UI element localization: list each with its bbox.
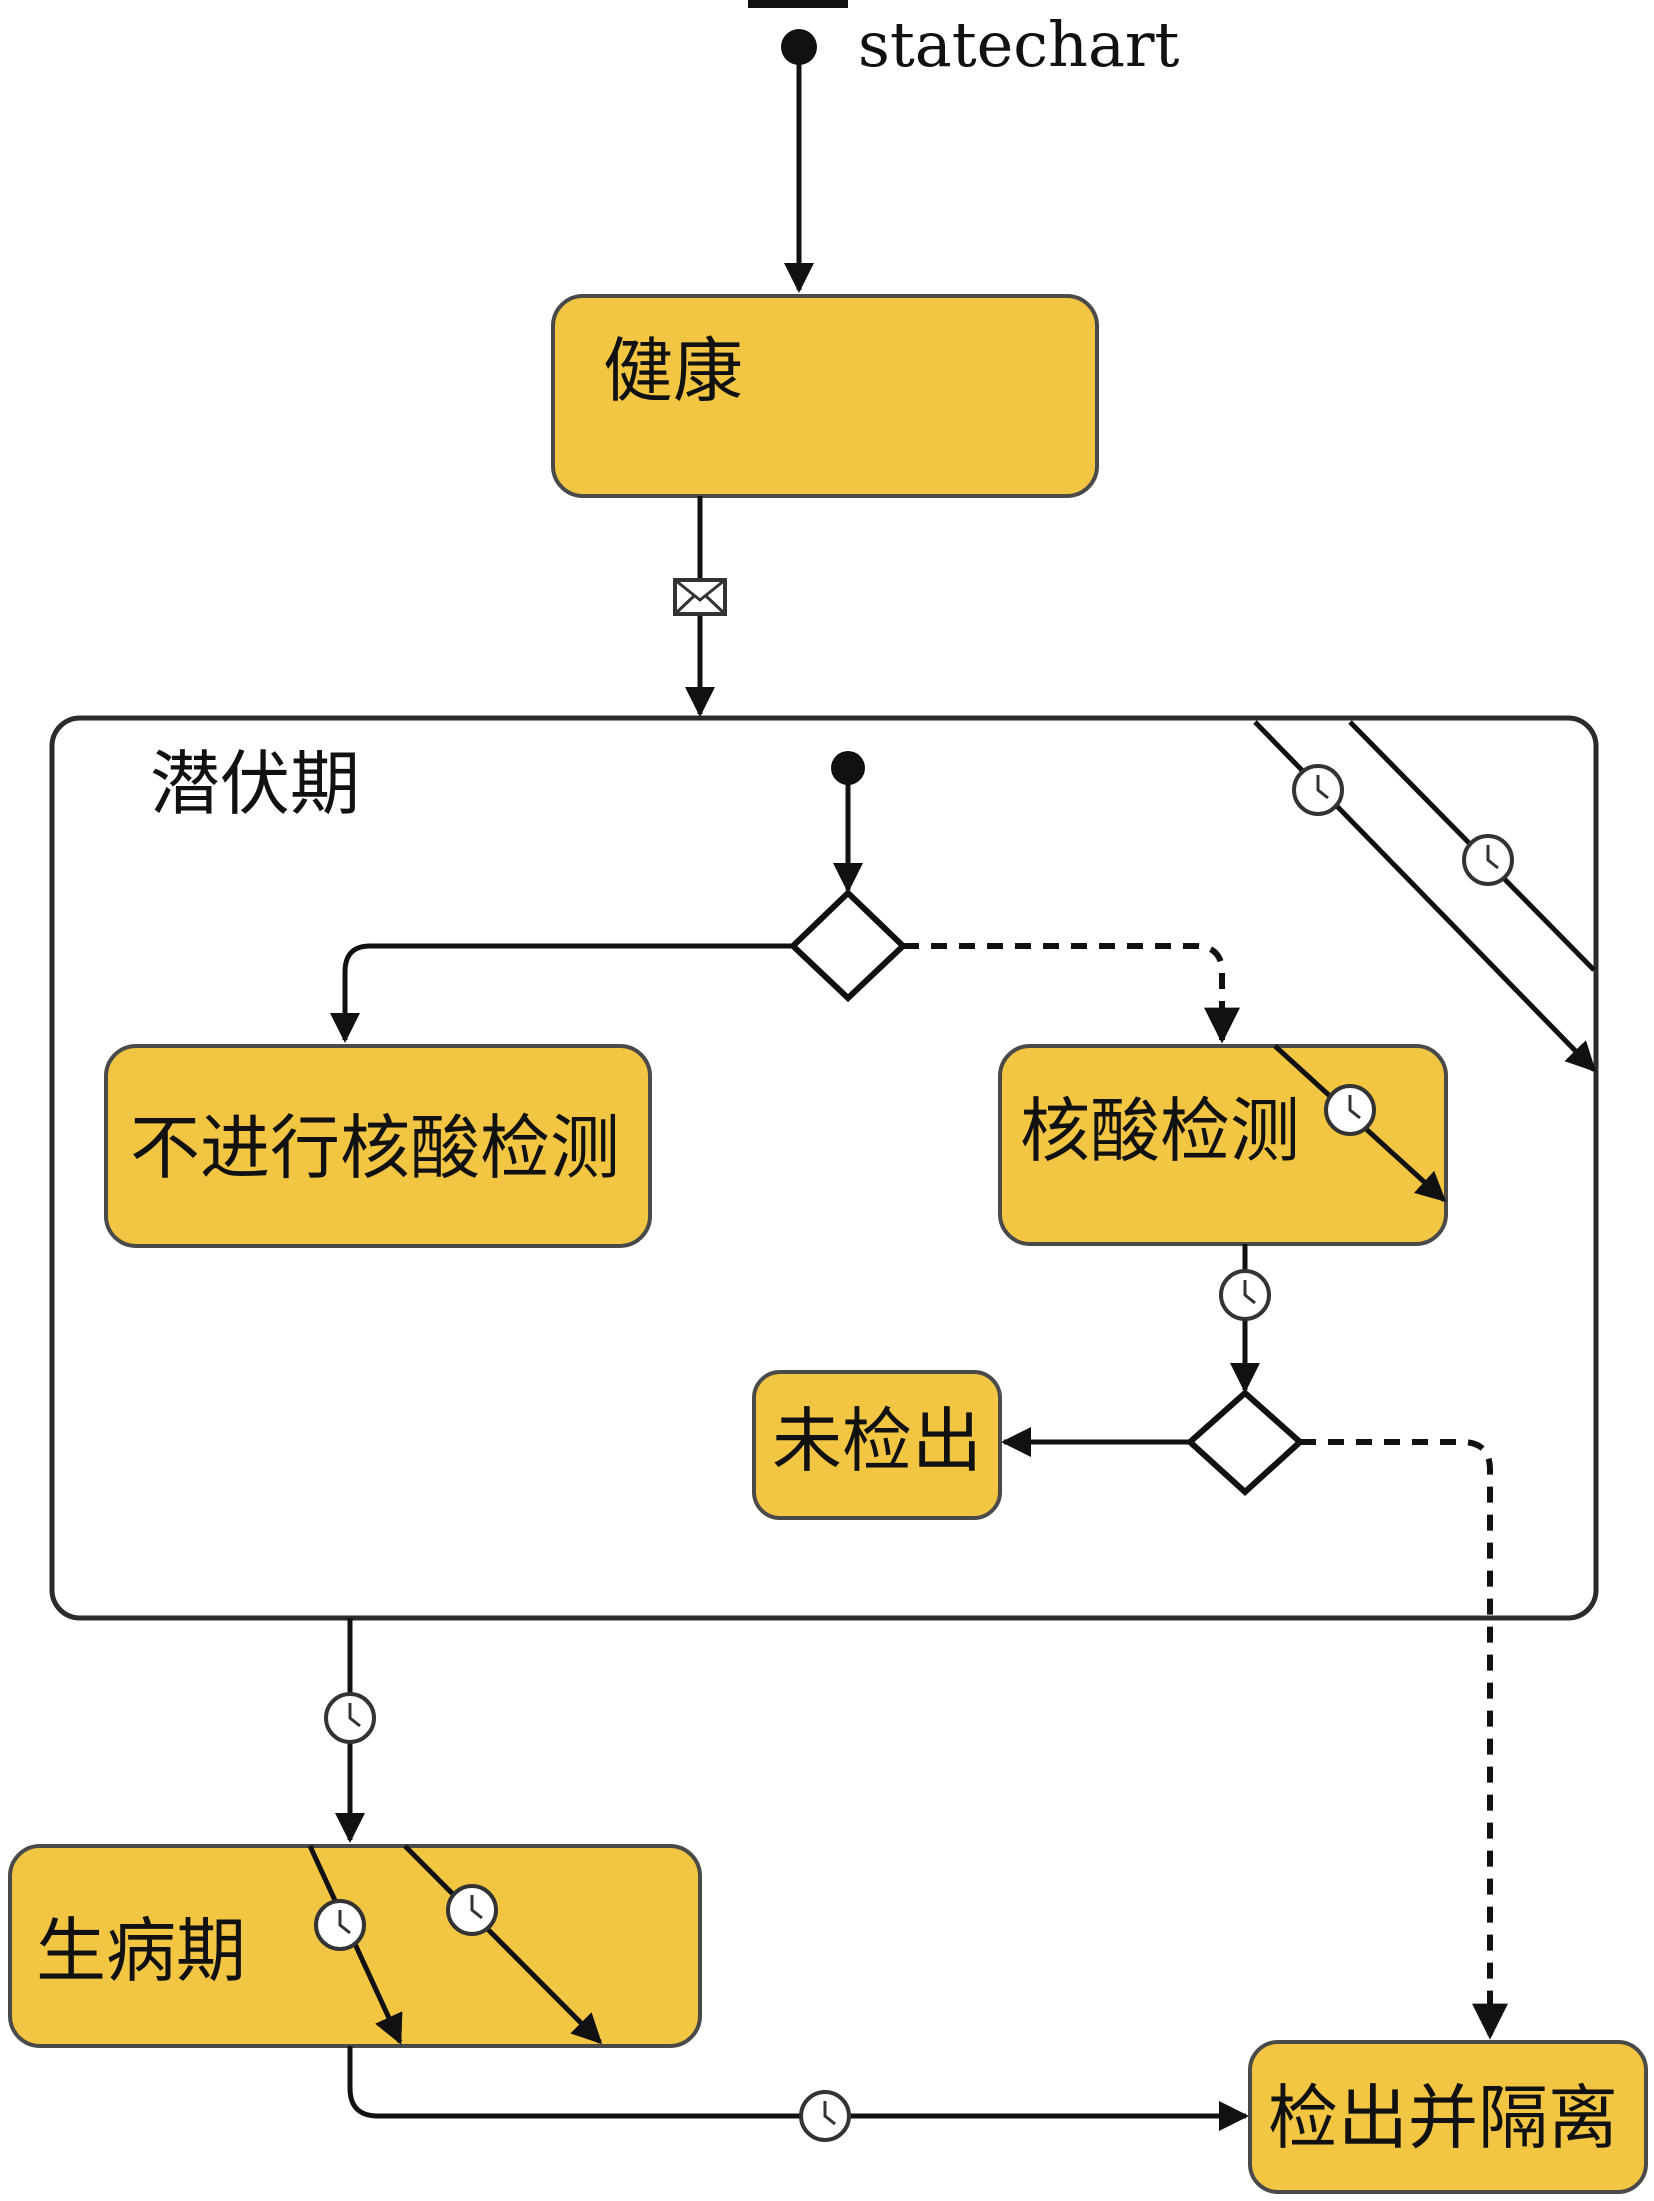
envelope-icon bbox=[673, 578, 727, 616]
transition-decision-to-test bbox=[903, 943, 1240, 1044]
state-test-label: 核酸检测 bbox=[1020, 1090, 1300, 1172]
clock-icon bbox=[314, 1899, 366, 1951]
clock-icon bbox=[1462, 834, 1514, 886]
clock-icon bbox=[1324, 1084, 1376, 1136]
state-not-detected[interactable]: 未检出 bbox=[752, 1370, 1002, 1520]
clock-icon bbox=[324, 1692, 376, 1744]
statechart-title: statechart bbox=[858, 8, 1180, 81]
clock-icon bbox=[1219, 1269, 1271, 1321]
state-sick-label: 生病期 bbox=[36, 1910, 246, 1992]
transition-decision-to-no-test bbox=[330, 943, 793, 1043]
state-no-test-label: 不进行核酸检测 bbox=[130, 1107, 620, 1189]
state-incubation-label: 潜伏期 bbox=[150, 743, 360, 825]
clock-icon bbox=[1292, 764, 1344, 816]
clock-icon bbox=[446, 1884, 498, 1936]
decision-diamond bbox=[1185, 1388, 1305, 1497]
transition-sick-to-detected-isolated bbox=[347, 2046, 1249, 2131]
transition-decision-to-detected-isolated bbox=[1300, 1439, 1508, 2040]
state-test[interactable]: 核酸检测 bbox=[998, 1044, 1448, 1246]
state-healthy-label: 健康 bbox=[603, 330, 743, 412]
state-incubation[interactable]: 潜伏期 bbox=[49, 715, 1599, 1621]
inner-initial-state-dot bbox=[831, 751, 865, 785]
state-detected-isolated[interactable]: 检出并隔离 bbox=[1248, 2040, 1648, 2194]
clock-icon bbox=[799, 2090, 851, 2142]
state-no-test[interactable]: 不进行核酸检测 bbox=[104, 1044, 652, 1248]
sick-internal-transition-2 bbox=[403, 1844, 603, 2045]
decision-diamond bbox=[788, 888, 908, 1003]
state-healthy[interactable]: 健康 bbox=[551, 294, 1099, 498]
initial-state-dot bbox=[781, 29, 817, 65]
state-not-detected-label: 未检出 bbox=[772, 1400, 982, 1482]
state-detected-isolated-label: 检出并隔离 bbox=[1268, 2077, 1618, 2159]
